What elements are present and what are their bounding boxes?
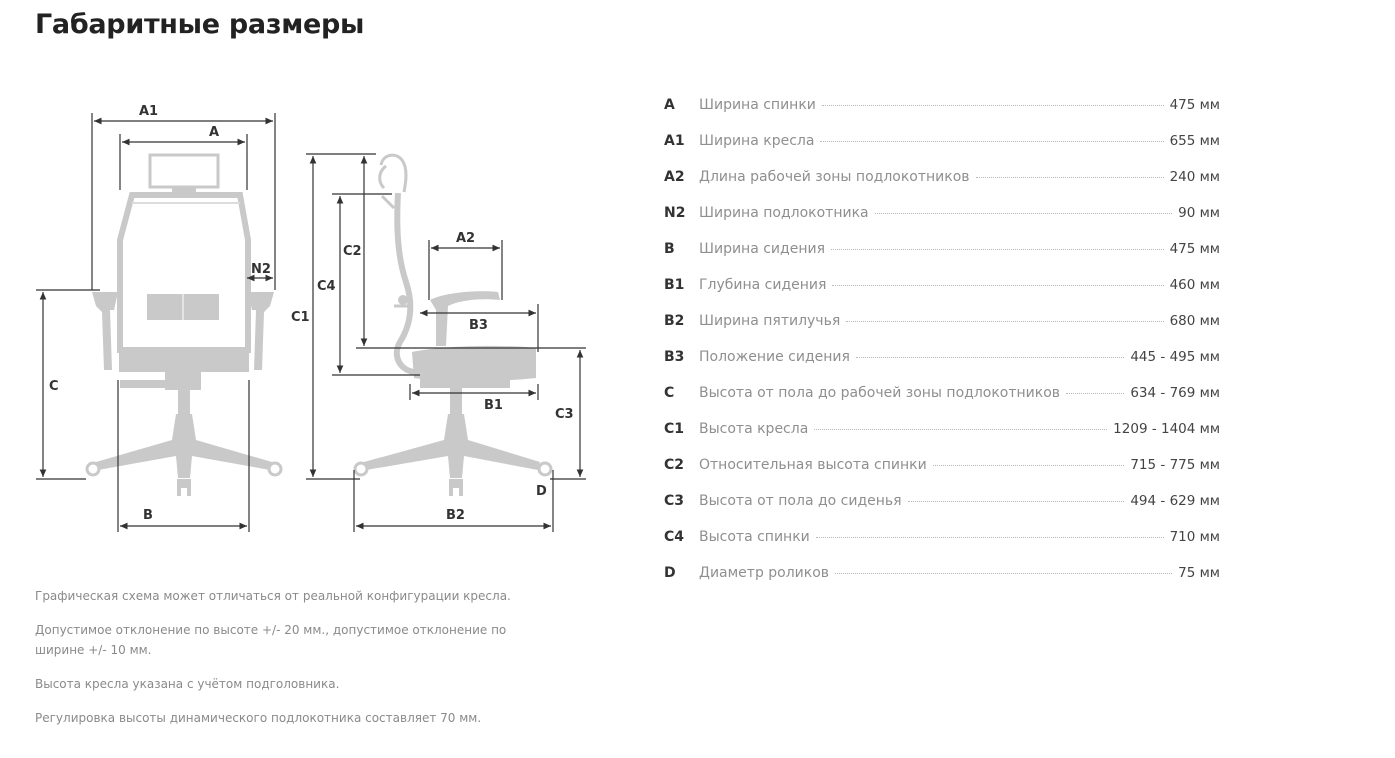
spec-code: B	[664, 241, 675, 257]
dotted-leader	[975, 177, 1164, 178]
front-view-chair	[85, 153, 283, 496]
spec-value: 494 - 629 мм	[1130, 493, 1220, 509]
label-b2: B2	[446, 508, 465, 523]
spec-code: C1	[664, 421, 685, 437]
spec-name: Высота от пола до рабочей зоны подлокотн…	[699, 385, 1061, 401]
side-view-chair	[353, 153, 553, 496]
spec-code: A2	[664, 169, 685, 185]
front-view-dimensions	[36, 113, 276, 532]
spec-row: B2 Ширина пятилучья 680 мм	[664, 313, 1220, 349]
spec-row: C3 Высота от пола до сиденья 494 - 629 мм	[664, 493, 1220, 529]
spec-value: 634 - 769 мм	[1130, 385, 1220, 401]
dotted-leader	[831, 249, 1164, 250]
label-d: D	[536, 484, 547, 499]
dotted-leader	[821, 105, 1164, 106]
spec-code: B3	[664, 349, 685, 365]
spec-name: Ширина кресла	[699, 133, 815, 149]
spec-value: 680 мм	[1169, 313, 1220, 329]
note: Допустимое отклонение по высоте +/- 20 м…	[35, 623, 507, 657]
spec-code: A1	[664, 133, 685, 149]
dotted-leader	[820, 141, 1164, 142]
dotted-leader	[907, 501, 1125, 502]
spec-value: 445 - 495 мм	[1130, 349, 1220, 365]
spec-row: N2 Ширина подлокотника 90 мм	[664, 205, 1220, 241]
dotted-leader	[846, 321, 1164, 322]
spec-code: B1	[664, 277, 685, 293]
spec-code: C4	[664, 529, 685, 545]
spec-value: 475 мм	[1169, 241, 1220, 257]
label-b1: B1	[484, 398, 503, 413]
spec-code: C3	[664, 493, 685, 509]
spec-row: A2 Длина рабочей зоны подлокотников 240 мм	[664, 169, 1220, 205]
dotted-leader	[835, 573, 1173, 574]
spec-code: C2	[664, 457, 685, 473]
chair-dimensions-diagram: A1 A N2 C B	[36, 104, 586, 532]
page-title: Габаритные размеры	[35, 9, 365, 40]
spec-name: Высота от пола до сиденья	[699, 493, 902, 509]
spec-name: Высота кресла	[699, 421, 809, 437]
note: Высота кресла указана с учётом подголовн…	[35, 677, 340, 691]
spec-code: D	[664, 565, 676, 581]
dotted-leader	[874, 213, 1173, 214]
dotted-leader	[815, 537, 1164, 538]
spec-row: C2 Относительная высота спинки 715 - 775 м…	[664, 457, 1220, 493]
spec-name: Ширина сидения	[699, 241, 825, 257]
label-c4: C4	[317, 279, 336, 294]
spec-name: Относительная высота спинки	[699, 457, 927, 473]
spec-row: B Ширина сидения 475 мм	[664, 241, 1220, 277]
dotted-leader	[814, 429, 1108, 430]
spec-value: 655 мм	[1169, 133, 1220, 149]
label-c2: C2	[343, 244, 362, 259]
spec-name: Глубина сидения	[699, 277, 827, 293]
label-a: A	[209, 125, 219, 140]
spec-name: Ширина подлокотника	[699, 205, 869, 221]
diagram-notes: Графическая схема может отличаться от ре…	[35, 586, 555, 742]
label-b: B	[143, 508, 153, 523]
spec-row: D Диаметр роликов 75 мм	[664, 565, 1220, 601]
spec-code: N2	[664, 205, 686, 221]
spec-value: 715 - 775 мм	[1130, 457, 1220, 473]
spec-row: B3 Положение сидения 445 - 495 мм	[664, 349, 1220, 385]
label-a2: A2	[456, 231, 475, 246]
spec-row: A Ширина спинки 475 мм	[664, 97, 1220, 133]
spec-name: Высота спинки	[699, 529, 810, 545]
spec-row: C1 Высота кресла 1209 - 1404 мм	[664, 421, 1220, 457]
dotted-leader	[832, 285, 1164, 286]
label-n2: N2	[251, 262, 271, 277]
side-view-labels: C1 C4 C2 A2 B3 B1 C3 D B2	[291, 231, 574, 523]
spec-row: C4 Высота спинки 710 мм	[664, 529, 1220, 565]
label-c1: C1	[291, 310, 310, 325]
spec-code: C	[664, 385, 675, 401]
spec-value: 710 мм	[1169, 529, 1220, 545]
spec-row: B1 Глубина сидения 460 мм	[664, 277, 1220, 313]
side-view-dimensions	[306, 153, 586, 532]
label-c: C	[49, 379, 59, 394]
spec-value: 1209 - 1404 мм	[1113, 421, 1220, 437]
label-a1: A1	[139, 104, 158, 119]
front-view-labels: A1 A N2 C B	[49, 104, 271, 523]
label-b3: B3	[469, 318, 488, 333]
spec-value: 90 мм	[1178, 205, 1220, 221]
spec-name: Ширина спинки	[699, 97, 816, 113]
spec-row: A1 Ширина кресла 655 мм	[664, 133, 1220, 169]
spec-code: B2	[664, 313, 685, 329]
spec-value: 475 мм	[1169, 97, 1220, 113]
spec-value: 75 мм	[1178, 565, 1220, 581]
dotted-leader	[1066, 393, 1125, 394]
spec-value: 240 мм	[1169, 169, 1220, 185]
spec-name: Положение сидения	[699, 349, 850, 365]
spec-value: 460 мм	[1169, 277, 1220, 293]
spec-name: Диаметр роликов	[699, 565, 830, 581]
note: Регулировка высоты динамического подлоко…	[35, 711, 482, 725]
note: Графическая схема может отличаться от ре…	[35, 589, 511, 603]
spec-row: C Высота от пола до рабочей зоны подлокот…	[664, 385, 1220, 421]
dotted-leader	[932, 465, 1125, 466]
spec-code: A	[664, 97, 675, 113]
spec-name: Длина рабочей зоны подлокотников	[699, 169, 970, 185]
spec-name: Ширина пятилучья	[699, 313, 841, 329]
dimensions-spec-list: A Ширина спинки 475 мм A1 Ширина кресла 655 …	[664, 97, 1220, 601]
dotted-leader	[855, 357, 1125, 358]
label-c3: C3	[555, 407, 574, 422]
